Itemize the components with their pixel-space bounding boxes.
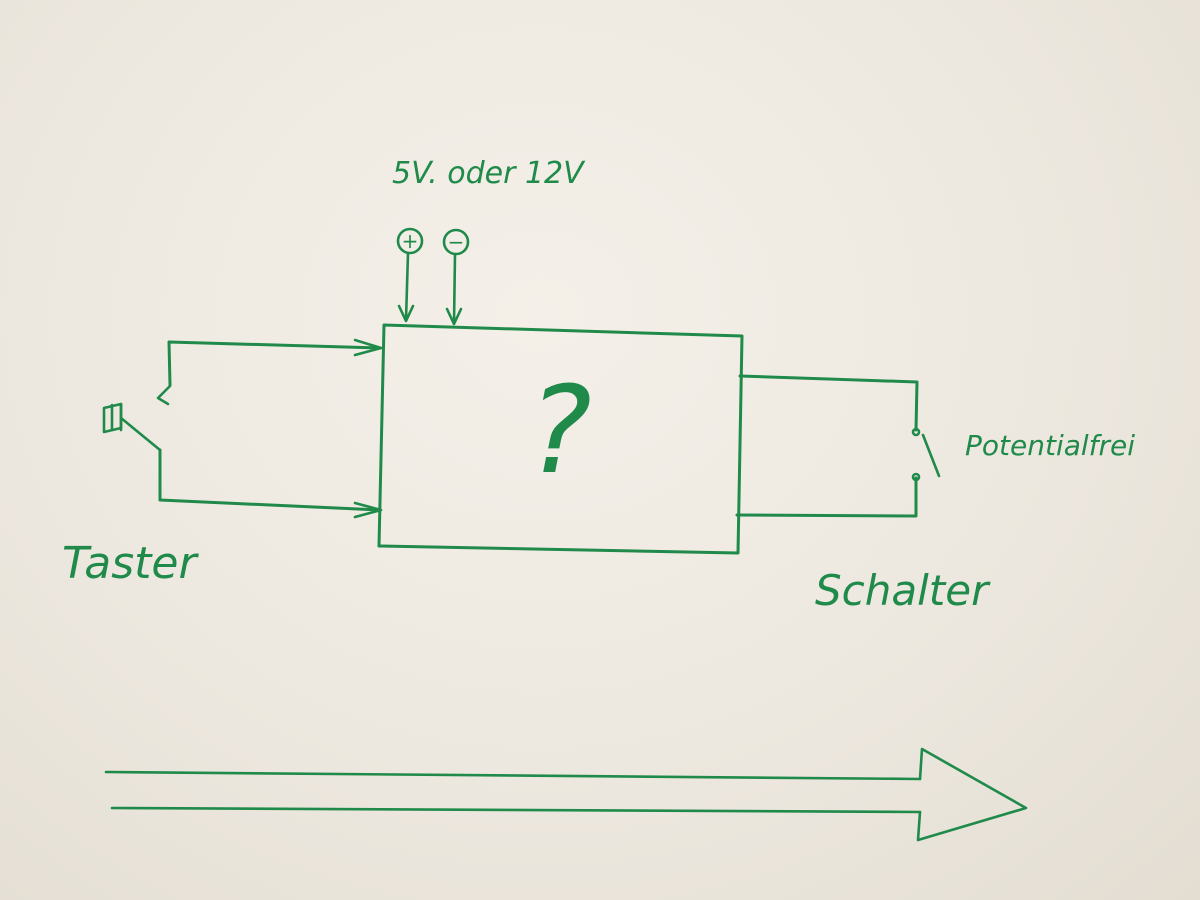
button-lever <box>119 416 162 452</box>
minus-arrowhead <box>445 307 463 326</box>
unknown-device-box <box>377 323 744 555</box>
switch-contact-top <box>911 427 921 437</box>
input-label-taster: Taster <box>62 538 199 589</box>
minus-terminal: − <box>442 228 470 326</box>
push-button-symbol <box>102 338 383 519</box>
input-wire-bottom <box>158 448 382 512</box>
output-note-potentialfrei: Potentialfrei <box>965 429 1135 462</box>
switch-contact-bottom <box>911 472 921 482</box>
input-arrow-bottom <box>353 501 383 519</box>
minus-wire <box>452 252 457 325</box>
button-cap-lines <box>110 402 123 432</box>
supply-voltage-label: 5V. oder 12V <box>392 156 586 191</box>
output-wire-bottom <box>735 476 918 518</box>
input-wire-top <box>167 340 382 387</box>
button-contact-top <box>156 384 172 406</box>
minus-symbol: − <box>448 230 465 254</box>
arrow-head <box>916 747 1028 842</box>
plus-arrowhead <box>397 304 415 323</box>
plus-symbol: + <box>402 229 419 253</box>
plus-wire <box>404 251 410 322</box>
flow-direction-arrow <box>104 747 1028 842</box>
unknown-device-symbol: ? <box>528 362 592 501</box>
output-switch-symbol <box>735 374 941 518</box>
plus-terminal: + <box>396 227 424 323</box>
switch-lever <box>921 433 941 478</box>
output-label-schalter: Schalter <box>815 566 991 615</box>
arrow-shaft-top <box>104 770 922 781</box>
arrow-shaft-bottom <box>110 806 922 814</box>
output-wire-top <box>738 374 919 432</box>
input-arrow-top <box>353 338 383 357</box>
